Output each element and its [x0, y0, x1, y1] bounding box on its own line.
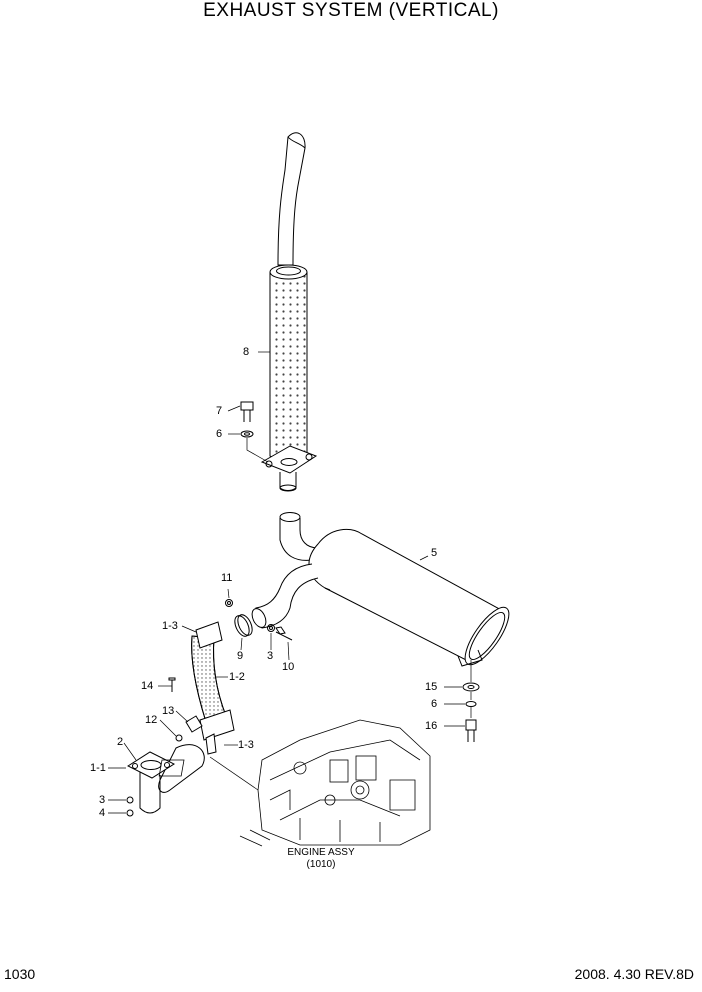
leader-lines	[108, 351, 472, 814]
callout-10: 10	[282, 661, 295, 673]
exhaust-elbow-1-1	[126, 744, 205, 817]
callout-2: 2	[117, 736, 124, 748]
callout-8: 8	[243, 346, 250, 358]
callout-9: 9	[237, 650, 244, 662]
flex-hose-1-2	[191, 621, 235, 741]
callout-1-3-lower: 1-3	[238, 739, 254, 751]
tail-pipe	[277, 132, 306, 266]
callout-16: 16	[425, 720, 438, 732]
bolt-7-washer-6	[240, 401, 254, 438]
callout-13: 13	[162, 705, 175, 717]
hardware-11-3-10	[225, 599, 293, 641]
callout-1-1: 1-1	[90, 762, 106, 774]
callout-7: 7	[216, 405, 223, 417]
bracket-13-14	[168, 677, 217, 755]
callout-12: 12	[145, 714, 158, 726]
callout-5: 5	[431, 547, 438, 559]
callout-14: 14	[141, 680, 154, 692]
engine-assy-ref: (1010)	[306, 859, 336, 870]
mount-hardware-15-6-16	[462, 682, 480, 742]
page-number: 1030	[4, 966, 36, 982]
callout-4: 4	[99, 807, 106, 819]
muffler-5	[251, 528, 510, 667]
page-title: EXHAUST SYSTEM (VERTICAL)	[203, 0, 499, 21]
callout-1-2: 1-2	[229, 671, 245, 683]
callout-3-upper: 3	[267, 650, 274, 662]
callout-1-3-upper: 1-3	[162, 620, 178, 632]
heat-guard-8	[260, 264, 318, 492]
callout-11: 11	[221, 572, 233, 584]
revision-date: 2008. 4.30 REV.8D	[574, 966, 694, 982]
callout-15: 15	[425, 681, 438, 693]
engine-assy-name: ENGINE ASSY	[287, 847, 355, 858]
clamp-9	[234, 614, 253, 637]
engine-assy-sketch	[158, 719, 431, 847]
callout-3-lower: 3	[99, 794, 106, 806]
callout-6-lower: 6	[431, 698, 438, 710]
callout-6-upper: 6	[216, 428, 223, 440]
